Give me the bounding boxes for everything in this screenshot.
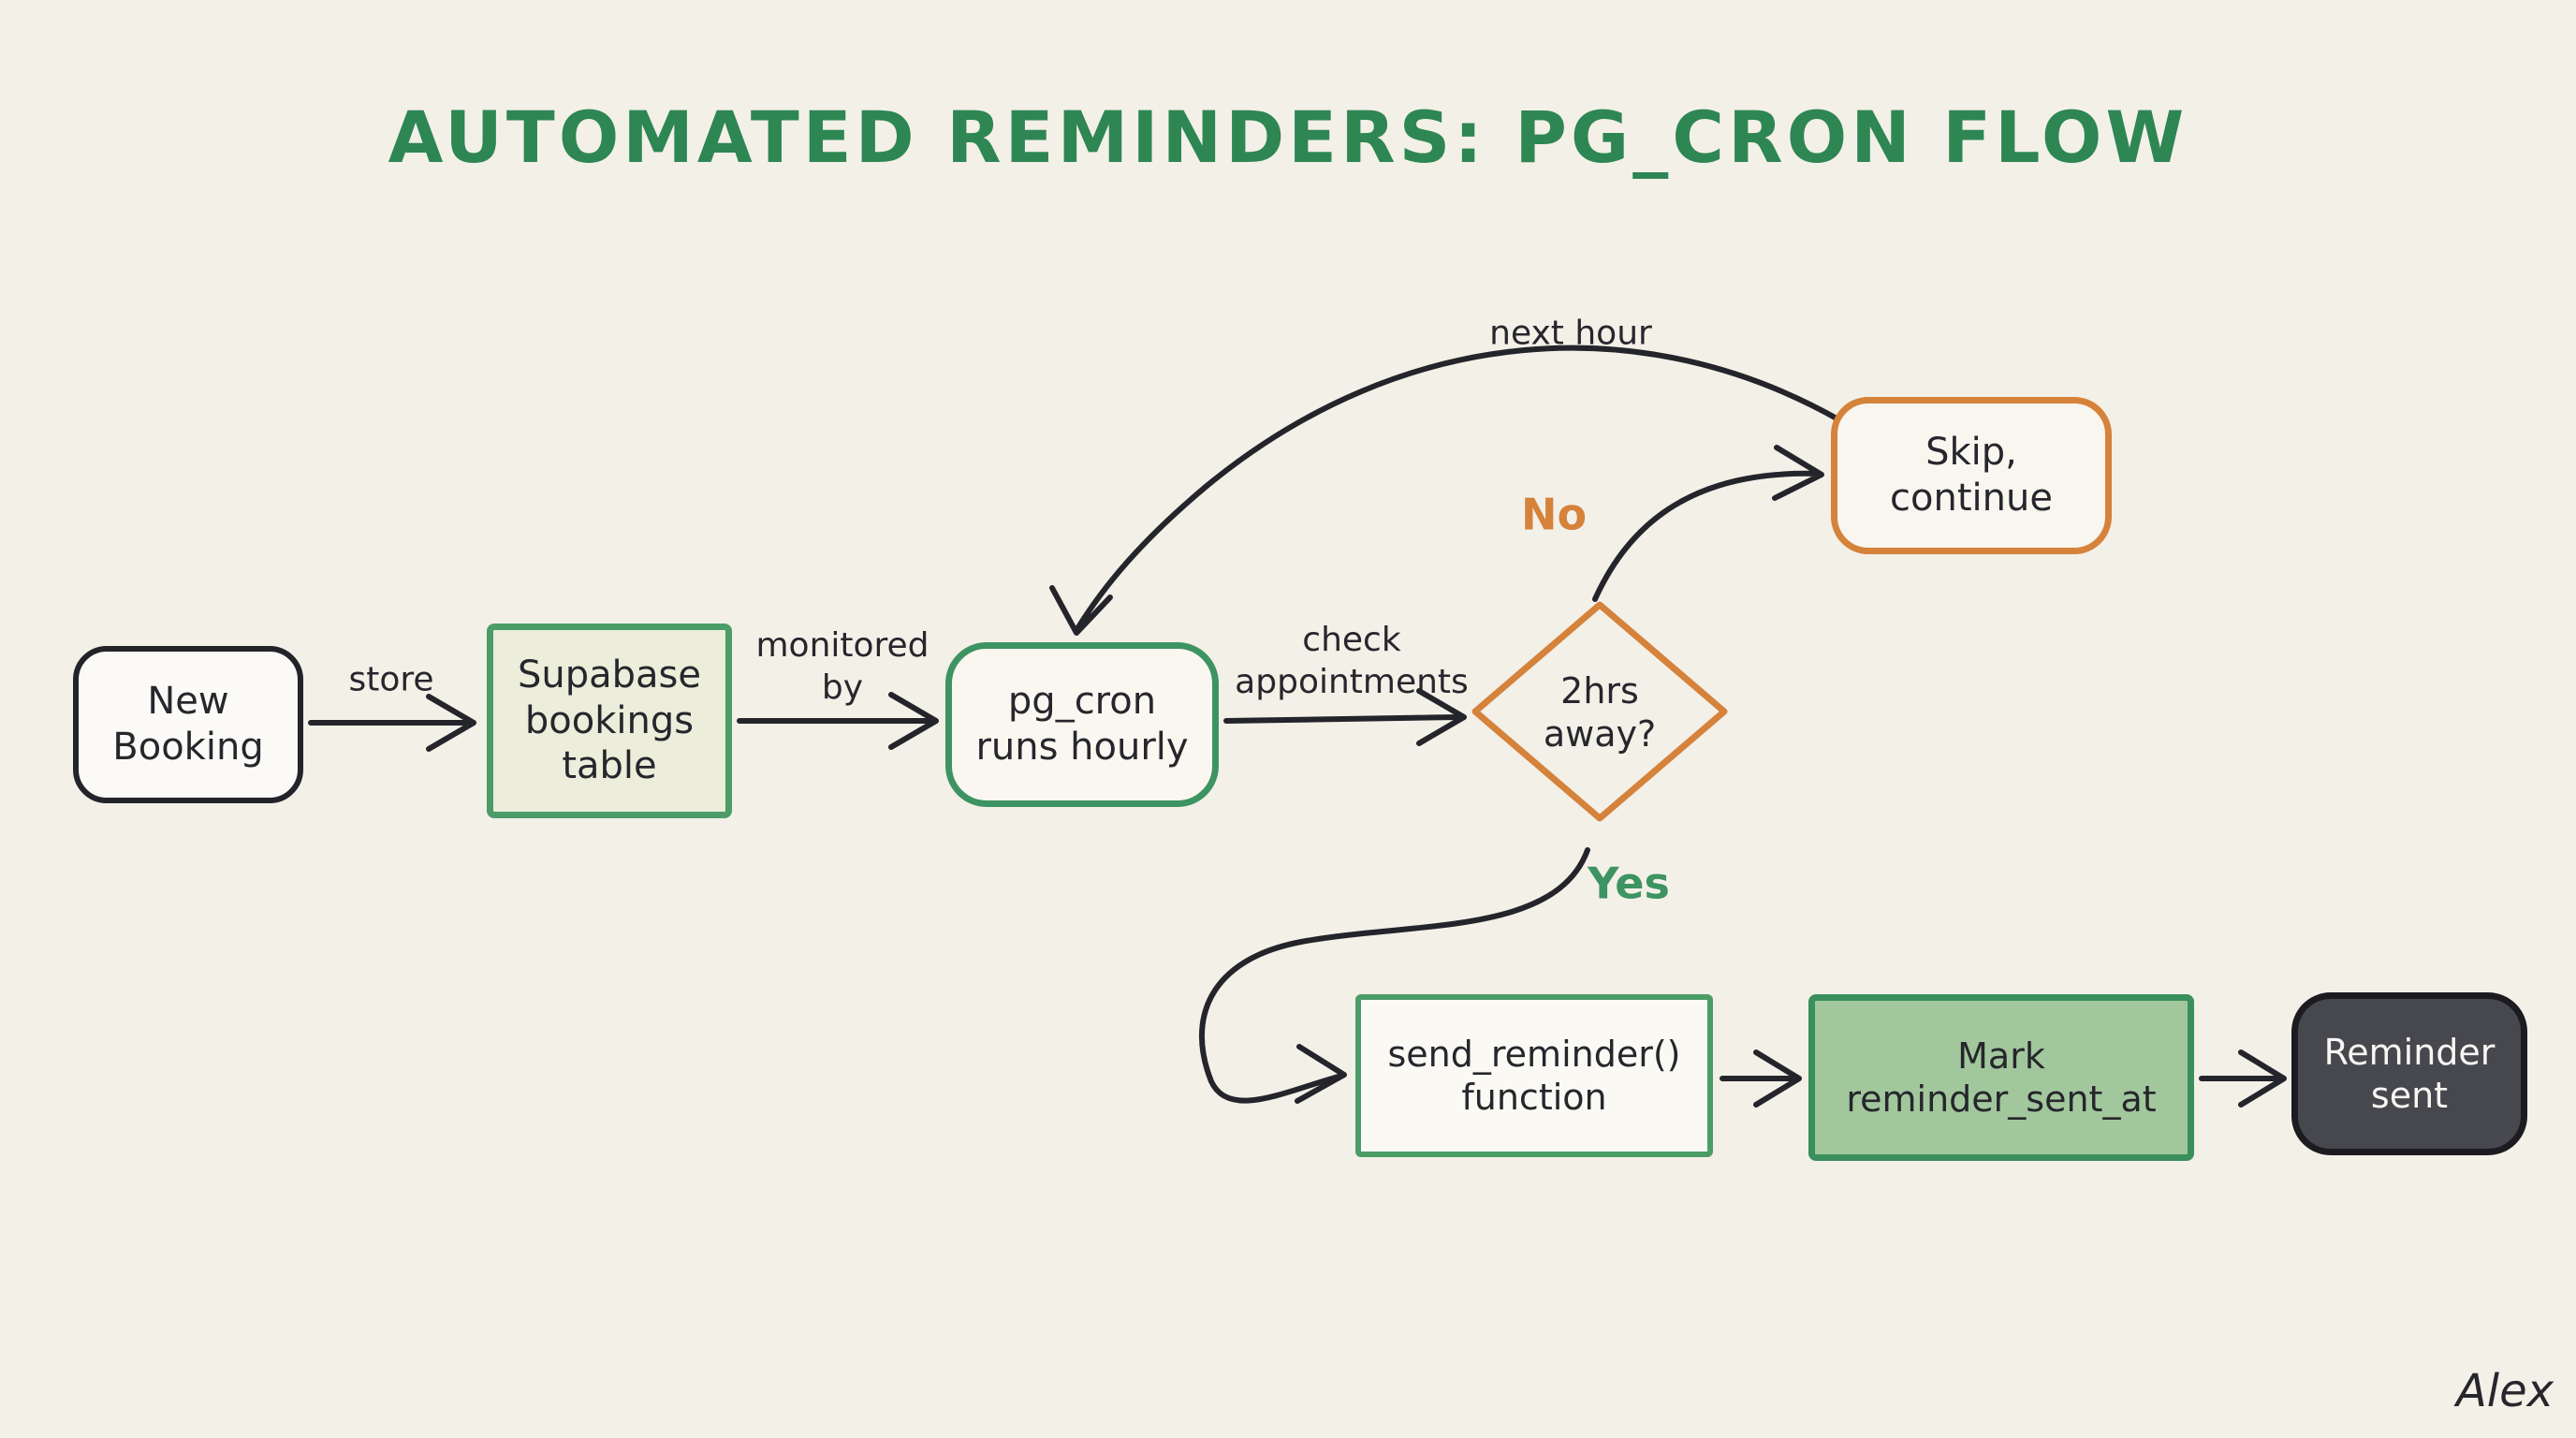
- edge-label-yes: Yes: [1588, 858, 1670, 909]
- diagram-title: AUTOMATED REMINDERS: PG_CRON FLOW: [388, 95, 2188, 179]
- author-signature: Alex: [2455, 1365, 2554, 1417]
- arrow-next-hour: [1049, 345, 1841, 636]
- edge-label-next-hour: next hour: [1489, 314, 1652, 353]
- node-send-reminder-function: send_reminder() function: [1355, 994, 1713, 1157]
- arrow-mark-to-sent: [2199, 1049, 2287, 1108]
- arrow-yes: [1198, 847, 1590, 1104]
- arrow-monitored-by: [737, 692, 939, 750]
- edge-label-store: store: [348, 660, 434, 699]
- node-pg-cron: pg_cron runs hourly: [945, 642, 1219, 807]
- arrow-check-appointments: [1223, 688, 1467, 746]
- node-skip-label: Skip, continue: [1890, 431, 2053, 520]
- node-decision-label: 2hrs away?: [1543, 669, 1657, 755]
- node-supabase-bookings-table: Supabase bookings table: [487, 624, 732, 818]
- node-supabase-label: Supabase bookings table: [518, 653, 701, 788]
- edge-label-no: No: [1520, 489, 1588, 540]
- decision-diamond: [1471, 601, 1728, 822]
- node-send-reminder-label: send_reminder() function: [1387, 1033, 1681, 1118]
- node-mark-label: Mark reminder_sent_at: [1846, 1034, 2157, 1120]
- node-decision-2hrs-away: 2hrs away?: [1487, 644, 1712, 781]
- node-mark-reminder-sent-at: Mark reminder_sent_at: [1808, 994, 2194, 1161]
- arrow-send-to-mark: [1720, 1049, 1802, 1108]
- node-new-booking-label: New Booking: [112, 680, 264, 769]
- edge-label-check-appointments: check appointments: [1235, 621, 1469, 701]
- arrow-store: [308, 694, 476, 752]
- node-pg-cron-label: pg_cron runs hourly: [975, 680, 1189, 769]
- node-reminder-sent: Reminder sent: [2291, 992, 2527, 1155]
- node-new-booking: New Booking: [73, 646, 303, 803]
- node-reminder-sent-label: Reminder sent: [2323, 1031, 2496, 1116]
- arrow-no: [1592, 445, 1824, 602]
- node-skip-continue: Skip, continue: [1831, 397, 2112, 554]
- edge-label-monitored-by: monitored by: [755, 626, 929, 707]
